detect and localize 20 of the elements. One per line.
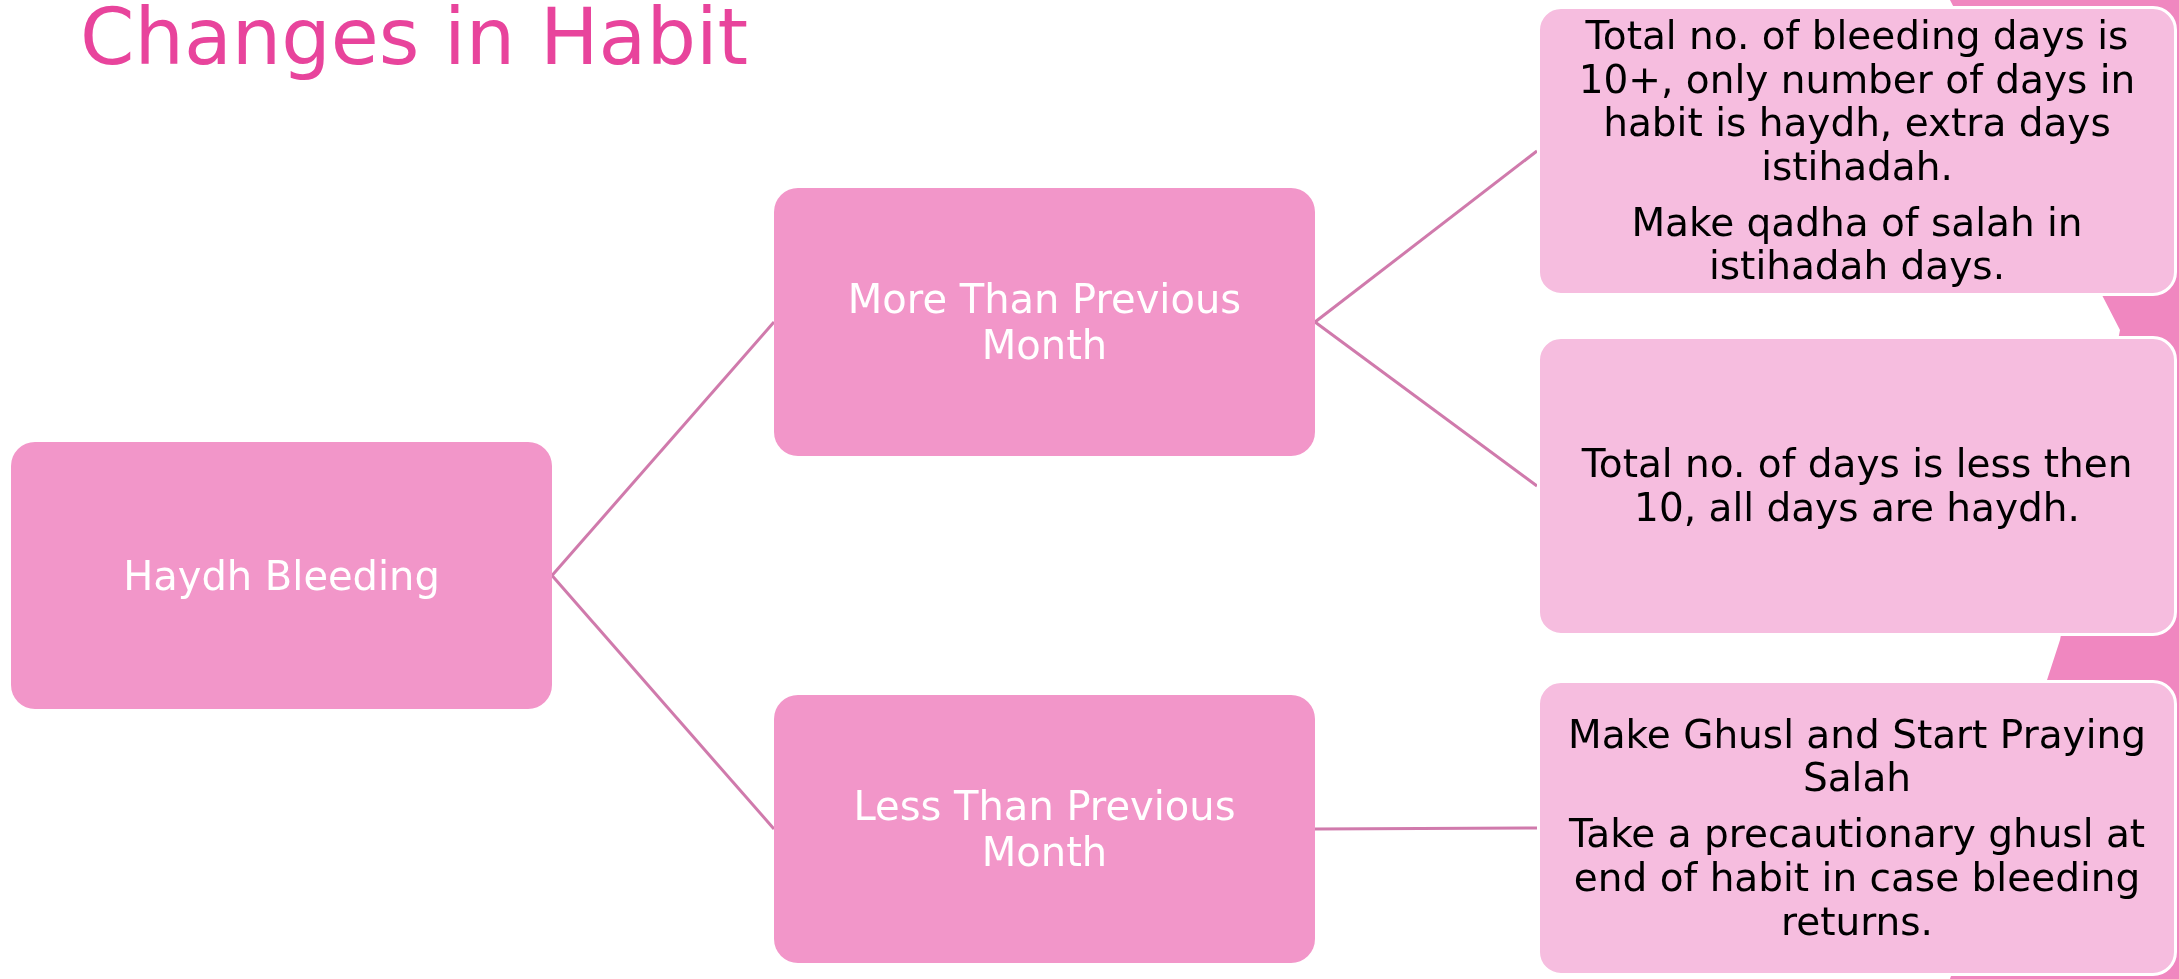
note-box (1537, 680, 2177, 976)
node-text: Less Than Previous Month (852, 783, 1237, 875)
connector-line (550, 321, 776, 577)
node-text: Total no. of bleeding days is 10+, only number of days in habit is haydh, extra days istihadah. (1577, 14, 2137, 189)
node-text: Haydh Bleeding (123, 552, 440, 599)
node-text: Make Ghusl and Start Praying Salah (1567, 712, 2147, 801)
note-box (1537, 6, 2177, 296)
note-box (1537, 336, 2177, 636)
connector-line (1314, 149, 1538, 324)
connector-line (550, 574, 776, 830)
node-text: More Than Previous Month (846, 276, 1243, 368)
process-box (774, 188, 1315, 456)
node-text: Take a precautionary ghusl at end of habit in case bleeding returns. (1567, 812, 2147, 944)
process-box (11, 442, 552, 709)
connector-line (1314, 320, 1538, 488)
node-text: Total no. of days is less then 10, all days are haydh. (1580, 442, 2134, 530)
node-text: Make qadha of salah in istihadah days. (1630, 200, 2084, 288)
process-box (774, 695, 1315, 963)
slide-title: Changes in Habit (80, 0, 749, 82)
connector-line (1315, 826, 1537, 831)
